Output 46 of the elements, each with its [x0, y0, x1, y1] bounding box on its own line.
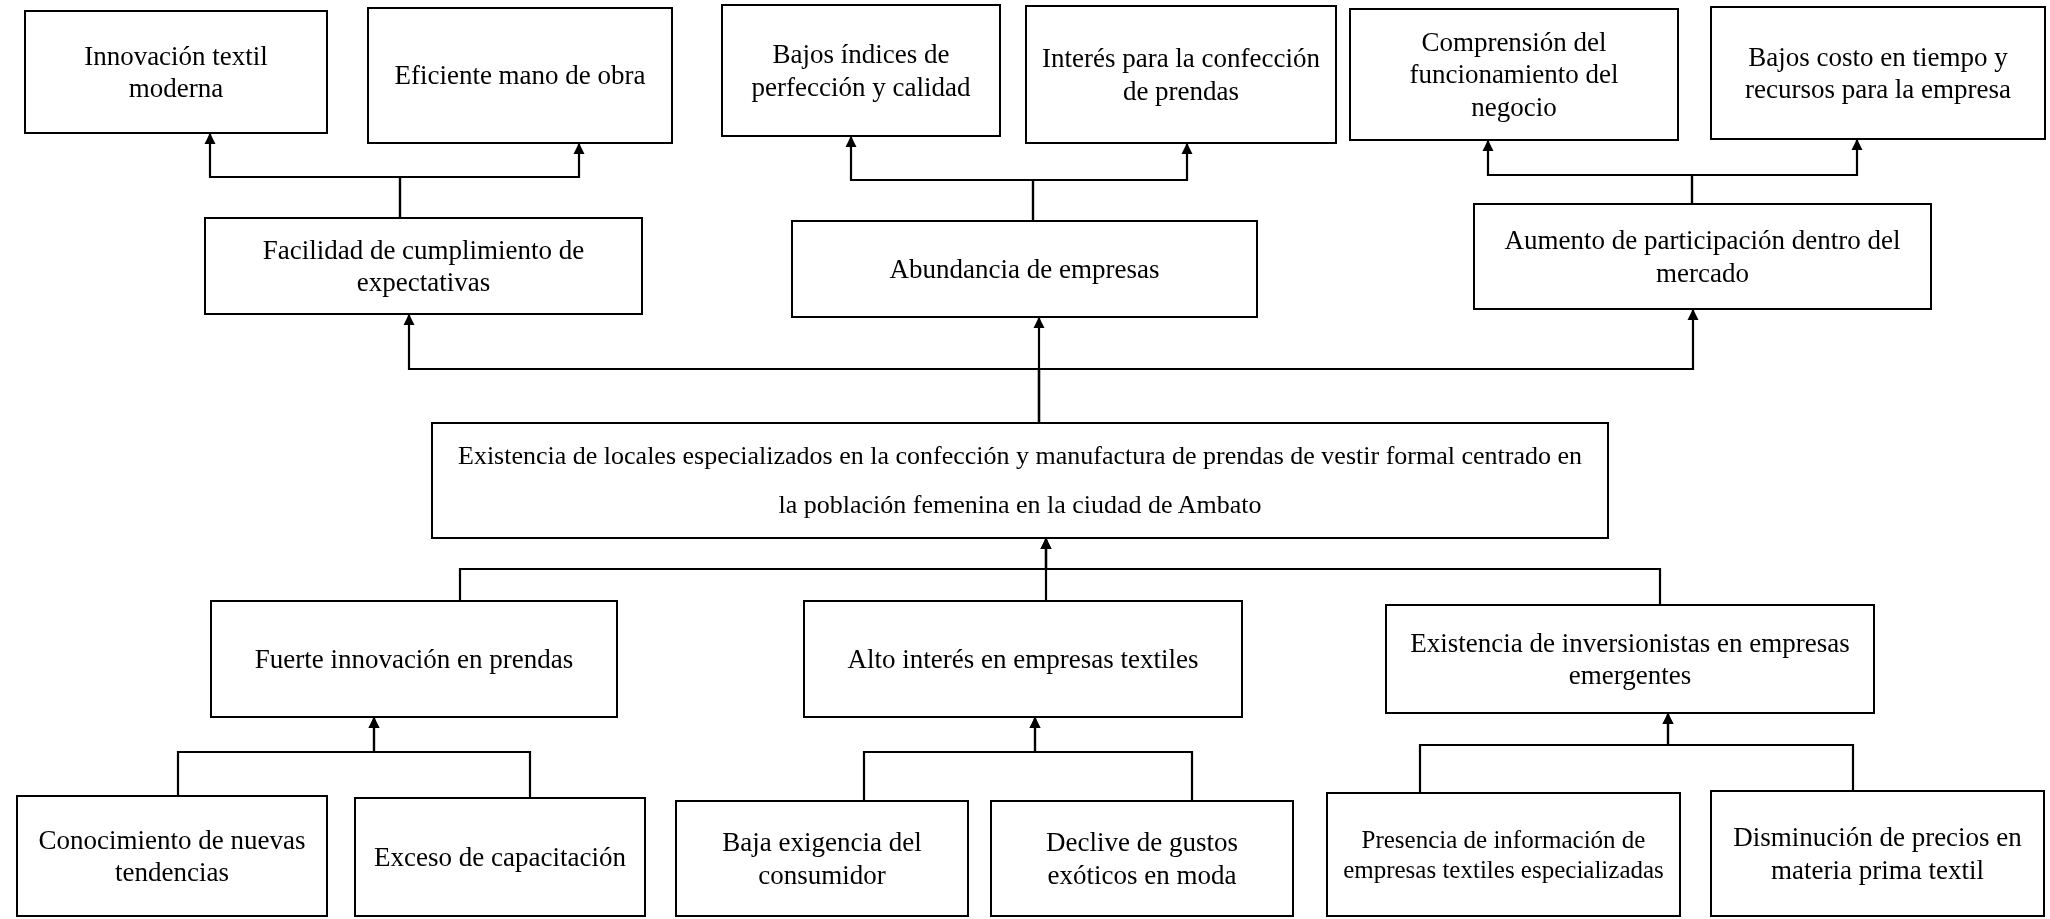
box-text: Fuerte innovación en prendas: [254, 642, 574, 676]
box-text: Existencia de locales especializados en la confección y manufactura de prendas de vestir formal centrado en la población femenina en la ciudad de Ambato: [457, 440, 1583, 521]
text-box: [1025, 5, 1337, 144]
box-text: Eficiente mano de obra: [394, 59, 646, 92]
box-text: Alto interés en empresas textiles: [847, 642, 1199, 676]
connector-arrow: [1031, 142, 1193, 220]
connector-arrow: [1037, 308, 1699, 422]
box-text: Baja exigencia del consumidor: [721, 826, 923, 891]
text-box: [204, 217, 643, 315]
connector-arrow: [1040, 537, 1662, 604]
text-box: [24, 10, 328, 134]
text-box: [1349, 8, 1679, 141]
text-box: [1473, 203, 1932, 310]
box-text: Aumento de participación dentro del mercado: [1503, 224, 1902, 289]
text-box: [354, 797, 646, 917]
text-box: [803, 600, 1243, 718]
box-text: Declive de gustos exóticos en moda: [1045, 826, 1239, 891]
box-text: Conocimiento de nuevas tendencias: [37, 823, 307, 889]
text-box: [1710, 6, 2046, 140]
text-box: [1385, 604, 1875, 714]
box-text: Disminución de precios en materia prima textil: [1732, 821, 2023, 886]
box-text: Innovación textil moderna: [83, 39, 269, 105]
connector-arrow: [398, 142, 585, 217]
text-box: [791, 220, 1258, 318]
box-text: Facilidad de cumplimiento de expectativas: [261, 233, 586, 299]
text-box: [16, 795, 328, 917]
text-box: [431, 422, 1609, 539]
connector-arrow: [1662, 712, 1855, 790]
text-box: [1710, 790, 2045, 917]
text-box: [675, 800, 969, 917]
text-box: [367, 7, 673, 144]
text-box: [210, 600, 618, 718]
box-text: Comprensión del funcionamiento del negocio: [1408, 25, 1620, 124]
box-text: Interés para la confección de prendas: [1041, 42, 1321, 107]
box-text: Abundancia de empresas: [889, 252, 1160, 286]
box-text: Exceso de capacitación: [374, 840, 626, 874]
connector-arrow: [1029, 716, 1194, 800]
box-text: Existencia de inversionistas en empresas emergentes: [1409, 626, 1851, 692]
box-text: Bajos costo en tiempo y recursos para la empresa: [1743, 40, 2013, 106]
connector-arrow: [368, 716, 532, 797]
box-text: Bajos índices de perfección y calidad: [750, 38, 972, 103]
text-box: [721, 4, 1001, 137]
box-text: Presencia de información de empresas textiles especializadas: [1342, 824, 1665, 885]
connector-arrow: [1690, 138, 1863, 203]
text-box: [1326, 792, 1681, 917]
text-box: [990, 800, 1294, 917]
